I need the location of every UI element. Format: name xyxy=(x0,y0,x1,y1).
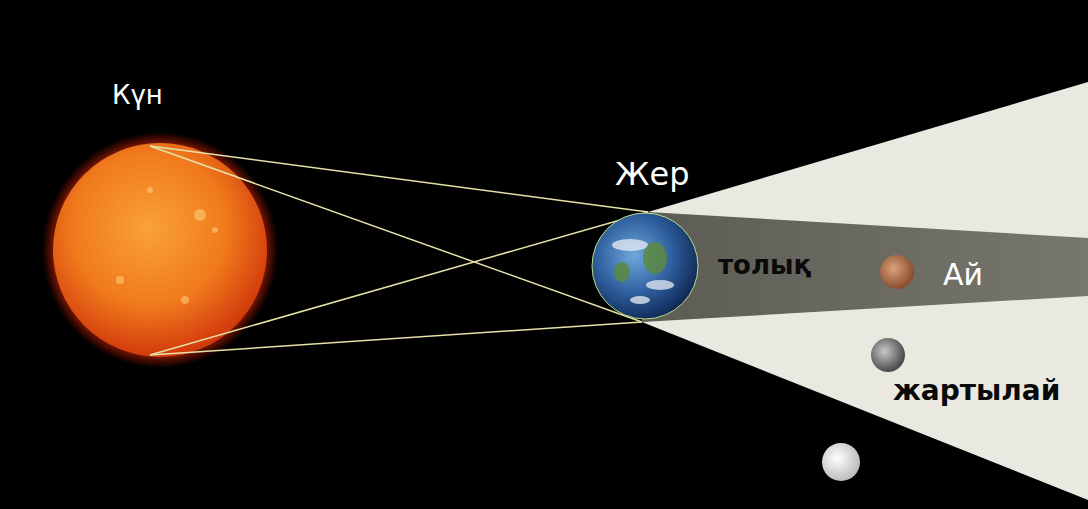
penumbra-label: жартылай xyxy=(893,374,1060,408)
full-moon xyxy=(822,443,860,481)
sun-glow xyxy=(42,132,278,368)
tangent-lines xyxy=(150,146,648,355)
penumbra xyxy=(642,82,1088,500)
moon-label: Ай xyxy=(943,257,983,293)
partial-moon xyxy=(871,338,905,372)
earth xyxy=(592,213,698,319)
sun-texture xyxy=(116,187,218,304)
earth-land xyxy=(614,242,667,282)
sun-label: Күн xyxy=(112,80,163,111)
umbra-label: толық xyxy=(718,250,811,281)
sun xyxy=(53,143,267,357)
earth-clouds xyxy=(612,239,674,304)
umbra xyxy=(642,212,1088,322)
earth-label: Жер xyxy=(615,155,689,193)
eclipsed-moon xyxy=(880,255,914,289)
